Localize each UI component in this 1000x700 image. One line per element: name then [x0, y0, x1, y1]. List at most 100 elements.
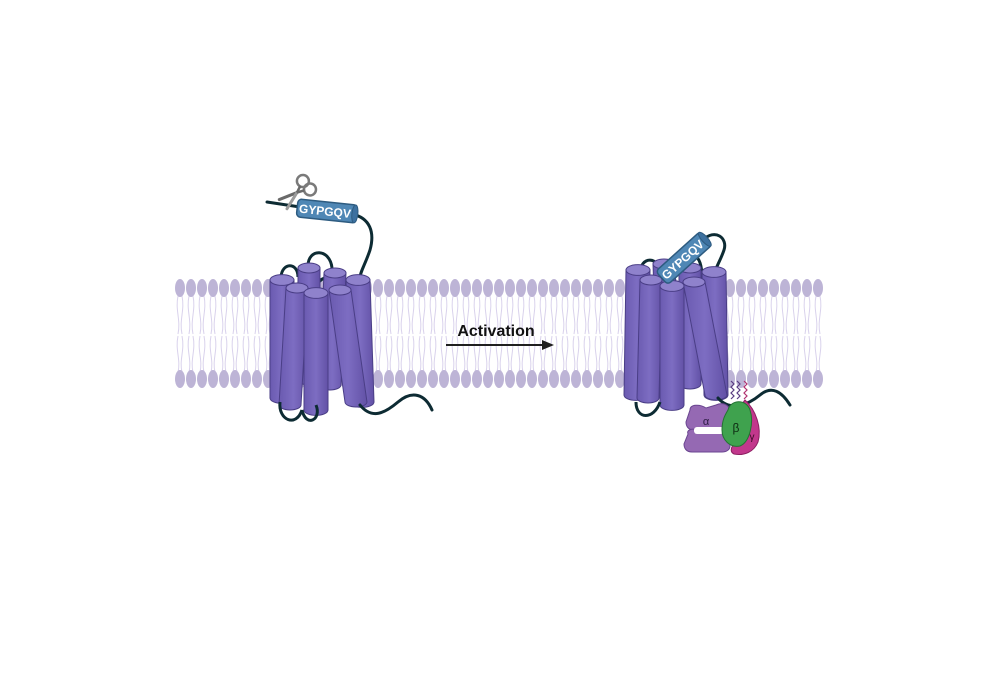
receptor-inactive: GYPGQV [265, 173, 434, 422]
lipid-tail [484, 295, 492, 335]
transmembrane-helix [636, 274, 663, 404]
lipid-head [527, 279, 537, 297]
lipid-head [384, 370, 394, 388]
lipid-head [769, 279, 779, 297]
c-terminus-tail [716, 388, 792, 408]
lipid-head [560, 370, 570, 388]
lipid-head [505, 370, 515, 388]
lipid-tail [484, 335, 492, 373]
lipid-head [725, 279, 735, 297]
intracellular-loop [278, 401, 304, 422]
lipid-tail [616, 335, 624, 373]
lipid-tail [418, 295, 426, 335]
lipid-head [417, 370, 427, 388]
lipid-tail [242, 295, 250, 335]
lipid-head [406, 279, 416, 297]
lipid-tail [440, 295, 448, 335]
extracellular-loop [306, 251, 334, 269]
g-gamma-label: γ [750, 432, 755, 443]
intracellular-loop [634, 401, 662, 417]
lipid-head [197, 279, 207, 297]
lipid-head [802, 370, 812, 388]
lipid-tail [429, 335, 437, 373]
lipid-head [472, 279, 482, 297]
peptide-label: GYPGQV [298, 202, 351, 221]
lipid-head [802, 279, 812, 297]
lipid-tail [737, 335, 745, 373]
lipid-head [747, 370, 757, 388]
lipid-tail [803, 295, 811, 335]
transmembrane-helix [682, 276, 728, 401]
lipid-head [769, 370, 779, 388]
lipid-head [494, 279, 504, 297]
lipid-tail [726, 295, 734, 335]
lipid-tail [583, 335, 591, 373]
lipid-tail [396, 335, 404, 373]
lipid-head [208, 279, 218, 297]
lipid-tail [583, 295, 591, 335]
lipid-head [472, 370, 482, 388]
lipid-head [208, 370, 218, 388]
lipid-tail [616, 295, 624, 335]
lipid-head [747, 279, 757, 297]
lipid-head [758, 370, 768, 388]
lipid-tail [528, 295, 536, 335]
g-alpha-label: α [703, 416, 710, 428]
lipid-head [428, 279, 438, 297]
lipid-head [373, 279, 383, 297]
lipid-tail [770, 335, 778, 373]
extracellular-tail [350, 212, 374, 280]
lipid-tail [407, 335, 415, 373]
tethered-peptide: GYPGQV [295, 198, 359, 224]
lipid-head [593, 279, 603, 297]
lipid-head [604, 279, 614, 297]
lipid-head [571, 279, 581, 297]
lipid-head [186, 279, 196, 297]
lipid-head [791, 279, 801, 297]
lipid-head [384, 279, 394, 297]
lipid-anchor-icon [730, 380, 741, 400]
lipid-tail [242, 335, 250, 373]
lipid-head [252, 370, 262, 388]
lipid-head [439, 370, 449, 388]
lipid-head [571, 370, 581, 388]
lipid-tail [495, 295, 503, 335]
lipid-tail [374, 335, 382, 373]
lipid-tail [781, 295, 789, 335]
lipid-tail [770, 295, 778, 335]
lipid-head [406, 370, 416, 388]
g-beta-subunit [721, 401, 753, 447]
transmembrane-helix [303, 287, 329, 416]
lipid-tail [176, 295, 184, 335]
lipid-tail [792, 295, 800, 335]
scissors-icon [277, 173, 318, 211]
lipid-anchor-icon [743, 380, 748, 400]
lipid-head [813, 279, 823, 297]
lipid-tail [385, 335, 393, 373]
lipid-tail [759, 295, 767, 335]
lipid-tail [781, 335, 789, 373]
lipid-head [593, 370, 603, 388]
lipid-head [219, 279, 229, 297]
lipid-tail [198, 295, 206, 335]
lipid-tail [737, 295, 745, 335]
lipid-head [230, 279, 240, 297]
lipid-head [461, 370, 471, 388]
activation-label: Activation [457, 323, 534, 340]
lipid-tail [253, 335, 261, 373]
lipid-tail [176, 335, 184, 373]
lipid-head [252, 279, 262, 297]
lipid-tail [594, 335, 602, 373]
lipid-head [549, 370, 559, 388]
lipid-head [505, 279, 515, 297]
lipid-tail [374, 295, 382, 335]
lipid-head [791, 370, 801, 388]
lipid-head [428, 370, 438, 388]
lipid-tail [385, 295, 393, 335]
transmembrane-helix [328, 284, 368, 408]
lipid-head [373, 370, 383, 388]
lipid-tail [539, 295, 547, 335]
lipid-tail [517, 295, 525, 335]
lipid-tail [209, 295, 217, 335]
